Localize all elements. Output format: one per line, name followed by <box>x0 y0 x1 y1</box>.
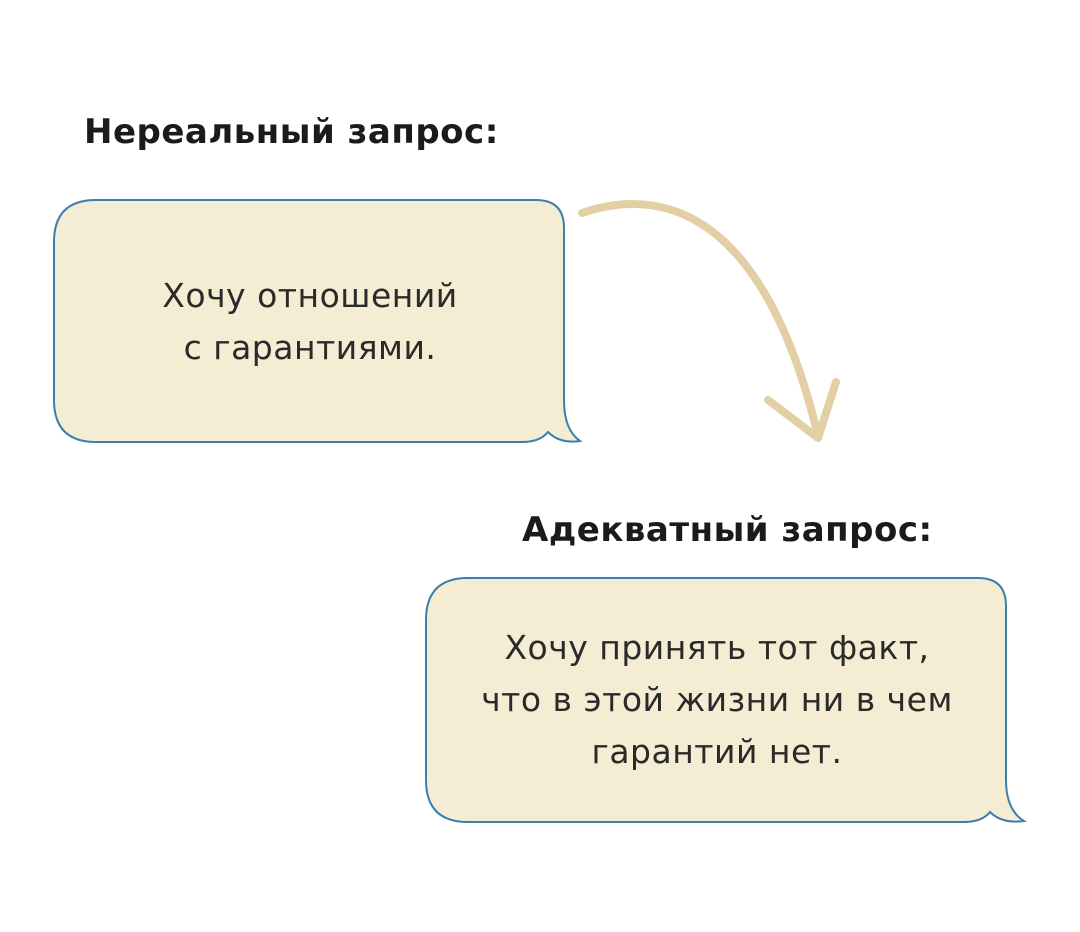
bubble-text-line: Хочу принять тот факт, <box>504 628 930 667</box>
bubble-text-line: гарантий нет. <box>591 732 843 771</box>
arrowhead <box>764 378 840 442</box>
heading-adequate-request: Адекватный запрос: <box>522 510 933 550</box>
bubble-text-unrealistic: Хочу отношений с гарантиями. <box>56 203 564 441</box>
heading-unrealistic-request: Нереальный запрос: <box>84 112 499 152</box>
bubble-text-adequate: Хочу принять тот факт, что в этой жизни … <box>428 580 1006 820</box>
bubble-text-line: Хочу отношений <box>162 276 458 315</box>
bubble-text-line: с гарантиями. <box>183 328 437 367</box>
curved-arrow-icon <box>578 200 840 442</box>
bubble-text-line: что в этой жизни ни в чем <box>481 680 953 719</box>
speech-bubble-unreal <box>53 199 583 443</box>
speech-bubble-adequate <box>425 577 1027 823</box>
arrow-curve <box>578 200 822 440</box>
